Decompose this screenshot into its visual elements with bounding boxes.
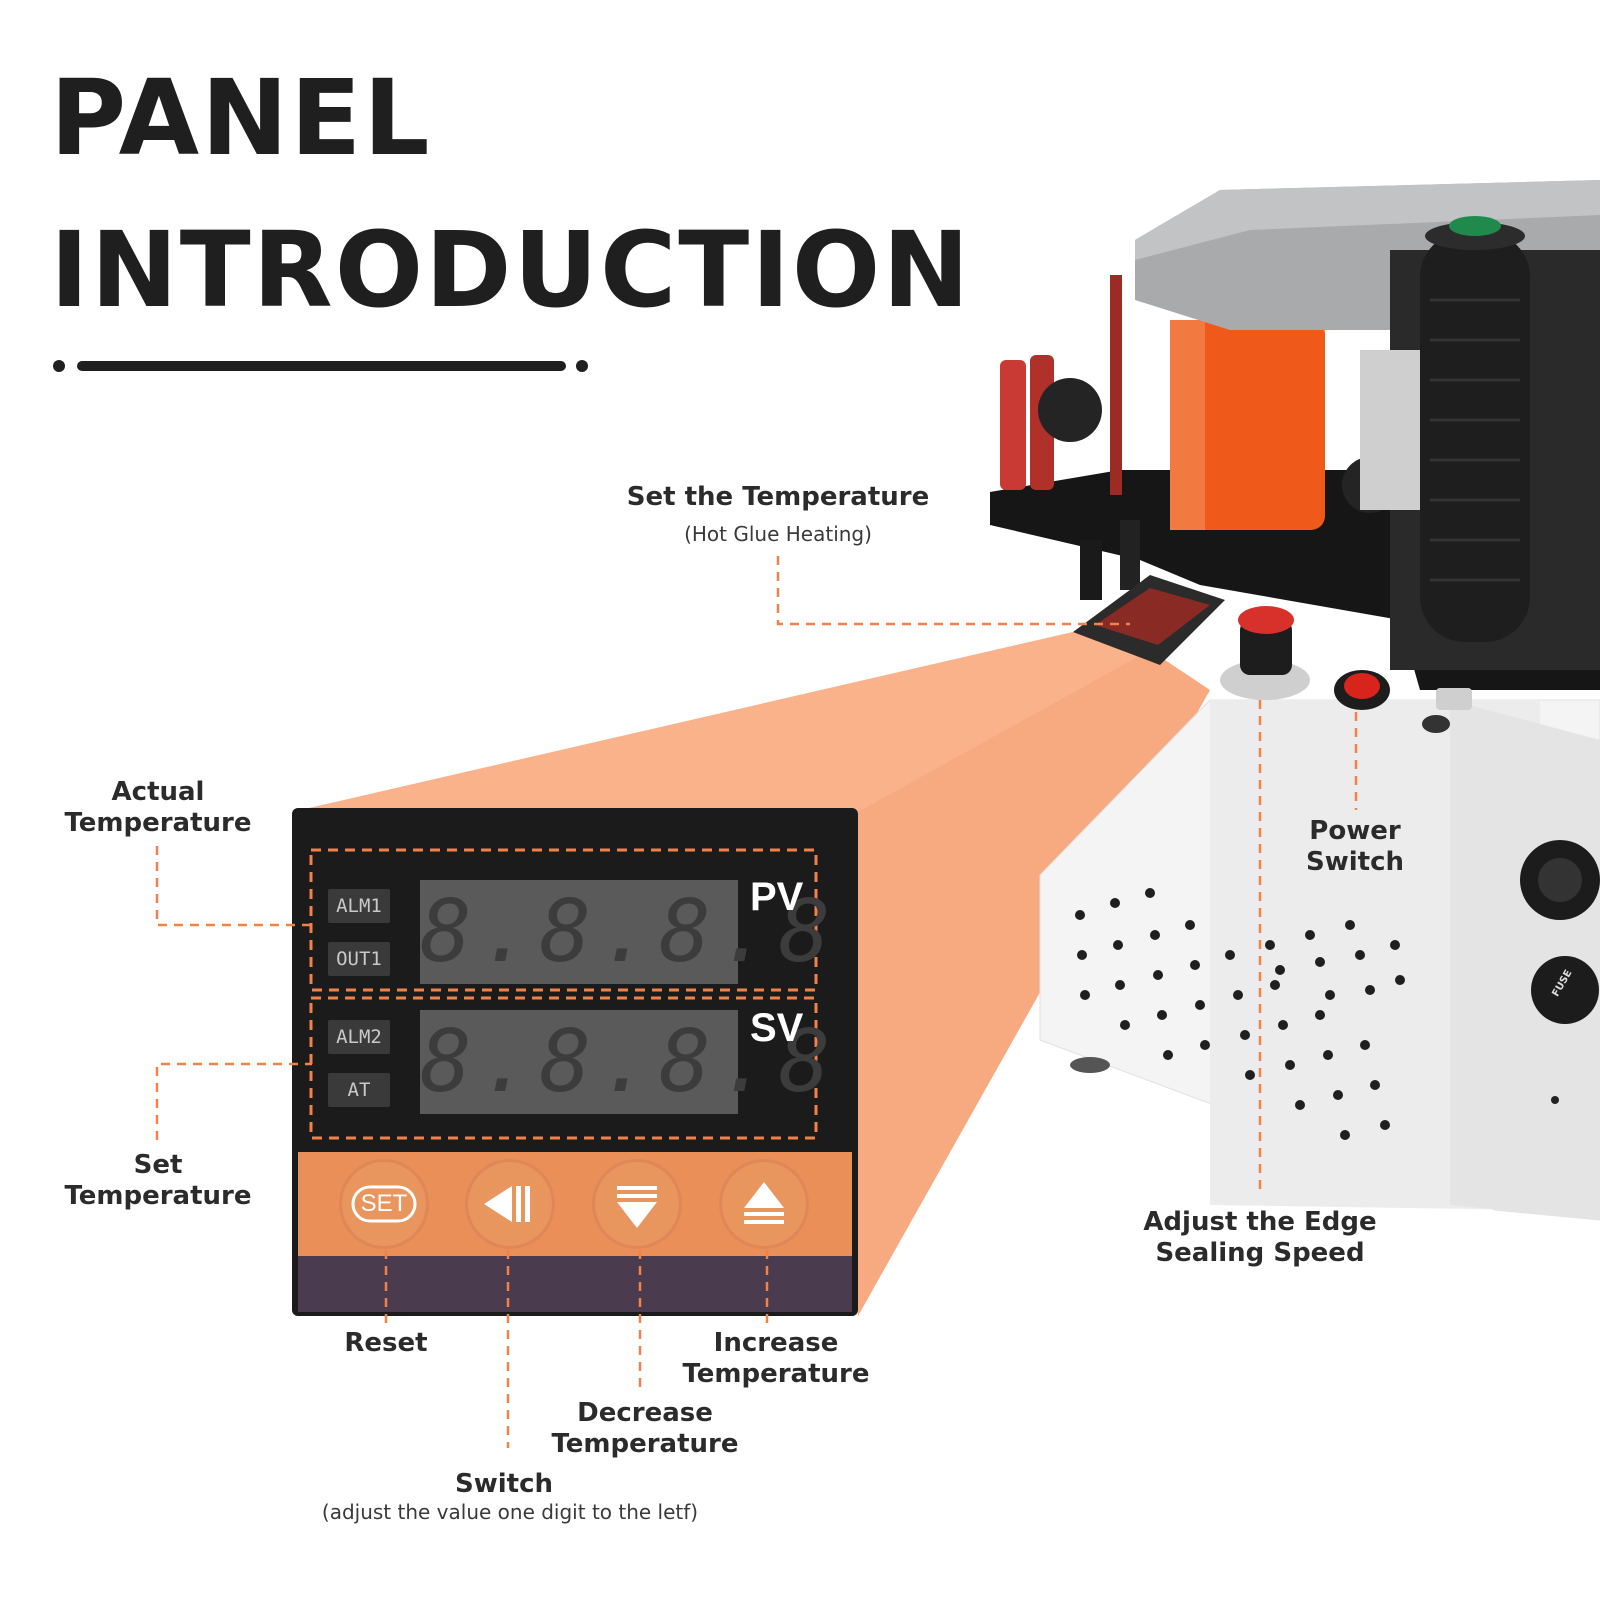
adjust-speed-label: Adjust the Edge Sealing Speed bbox=[1143, 1207, 1377, 1268]
out1-indicator: OUT1 bbox=[328, 942, 390, 976]
power-switch-label: Power Switch bbox=[1305, 816, 1404, 877]
reset-label: Reset bbox=[344, 1328, 428, 1358]
edge-bander-machine bbox=[990, 180, 1600, 1221]
set-button[interactable] bbox=[351, 1185, 417, 1223]
decrease-temperature-label: Decrease Temperature bbox=[551, 1398, 739, 1459]
switch-subtitle: (adjust the value one digit to the letf) bbox=[321, 1500, 699, 1524]
shift-left-icon[interactable] bbox=[484, 1186, 530, 1222]
alm1-indicator: ALM1 bbox=[328, 889, 390, 923]
increase-temperature-label: Increase Temperature bbox=[682, 1328, 870, 1389]
sv-display: 8.8.8.8 bbox=[420, 1010, 839, 1114]
at-indicator: AT bbox=[328, 1073, 390, 1107]
set-temperature-side-label: Set Temperature bbox=[64, 1150, 252, 1211]
actual-temperature-label: Actual Temperature bbox=[64, 777, 252, 838]
pv-display: 8.8.8.8 bbox=[420, 880, 839, 984]
up-triangle-icon[interactable] bbox=[744, 1182, 784, 1224]
set-button-label[interactable]: SET bbox=[360, 1190, 408, 1217]
set-temperature-title: Set the Temperature bbox=[626, 482, 930, 512]
switch-label: Switch bbox=[454, 1469, 553, 1499]
title-divider bbox=[53, 360, 588, 372]
leader-lines bbox=[155, 556, 1358, 1448]
set-temperature-subtitle: (Hot Glue Heating) bbox=[684, 522, 872, 546]
page-title-line2: INTRODUCTION bbox=[50, 209, 972, 331]
sv-label: SV bbox=[750, 1006, 804, 1050]
pv-label: PV bbox=[750, 875, 804, 919]
page-title-line1: PANEL bbox=[50, 57, 432, 179]
down-triangle-icon[interactable] bbox=[617, 1186, 657, 1228]
alm2-indicator: ALM2 bbox=[328, 1020, 390, 1054]
